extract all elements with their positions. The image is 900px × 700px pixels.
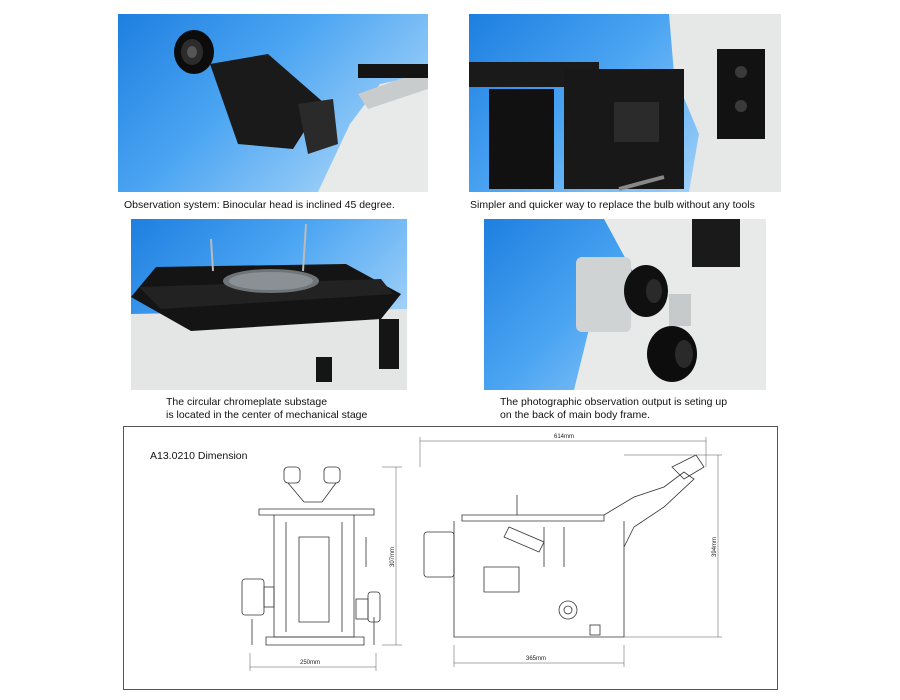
dimension-drawing: 250mm 307mm 365mm 614mm 394mm [241,434,722,671]
label-width-front: 250mm [300,660,320,666]
label-depth-top: 614mm [554,434,574,440]
caption-circular-substage: The circular chromeplate substage is loc… [166,396,368,421]
binocular-head-illustration [174,30,428,192]
bulb-housing-illustration [469,14,781,192]
caption-photographic-output: The photographic observation output is s… [500,396,728,421]
caption-bulb-replacement: Simpler and quicker way to replace the b… [470,199,755,211]
label-height-side: 394mm [712,537,718,557]
caption-binocular-head: Observation system: Binocular head is in… [124,199,395,211]
dimension-title: A13.0210 Dimension [150,450,248,462]
photo-photographic-output [484,219,766,390]
photo-binocular-head [118,14,428,192]
photo-bulb-housing [469,14,781,192]
label-height-front: 307mm [390,547,396,567]
dimension-drawing-frame: A13.0210 Dimension [123,426,778,690]
photographic-output-illustration [574,219,766,390]
label-depth-bottom: 365mm [526,656,546,662]
mechanical-stage-illustration [131,223,407,390]
photo-mechanical-stage [131,219,407,390]
